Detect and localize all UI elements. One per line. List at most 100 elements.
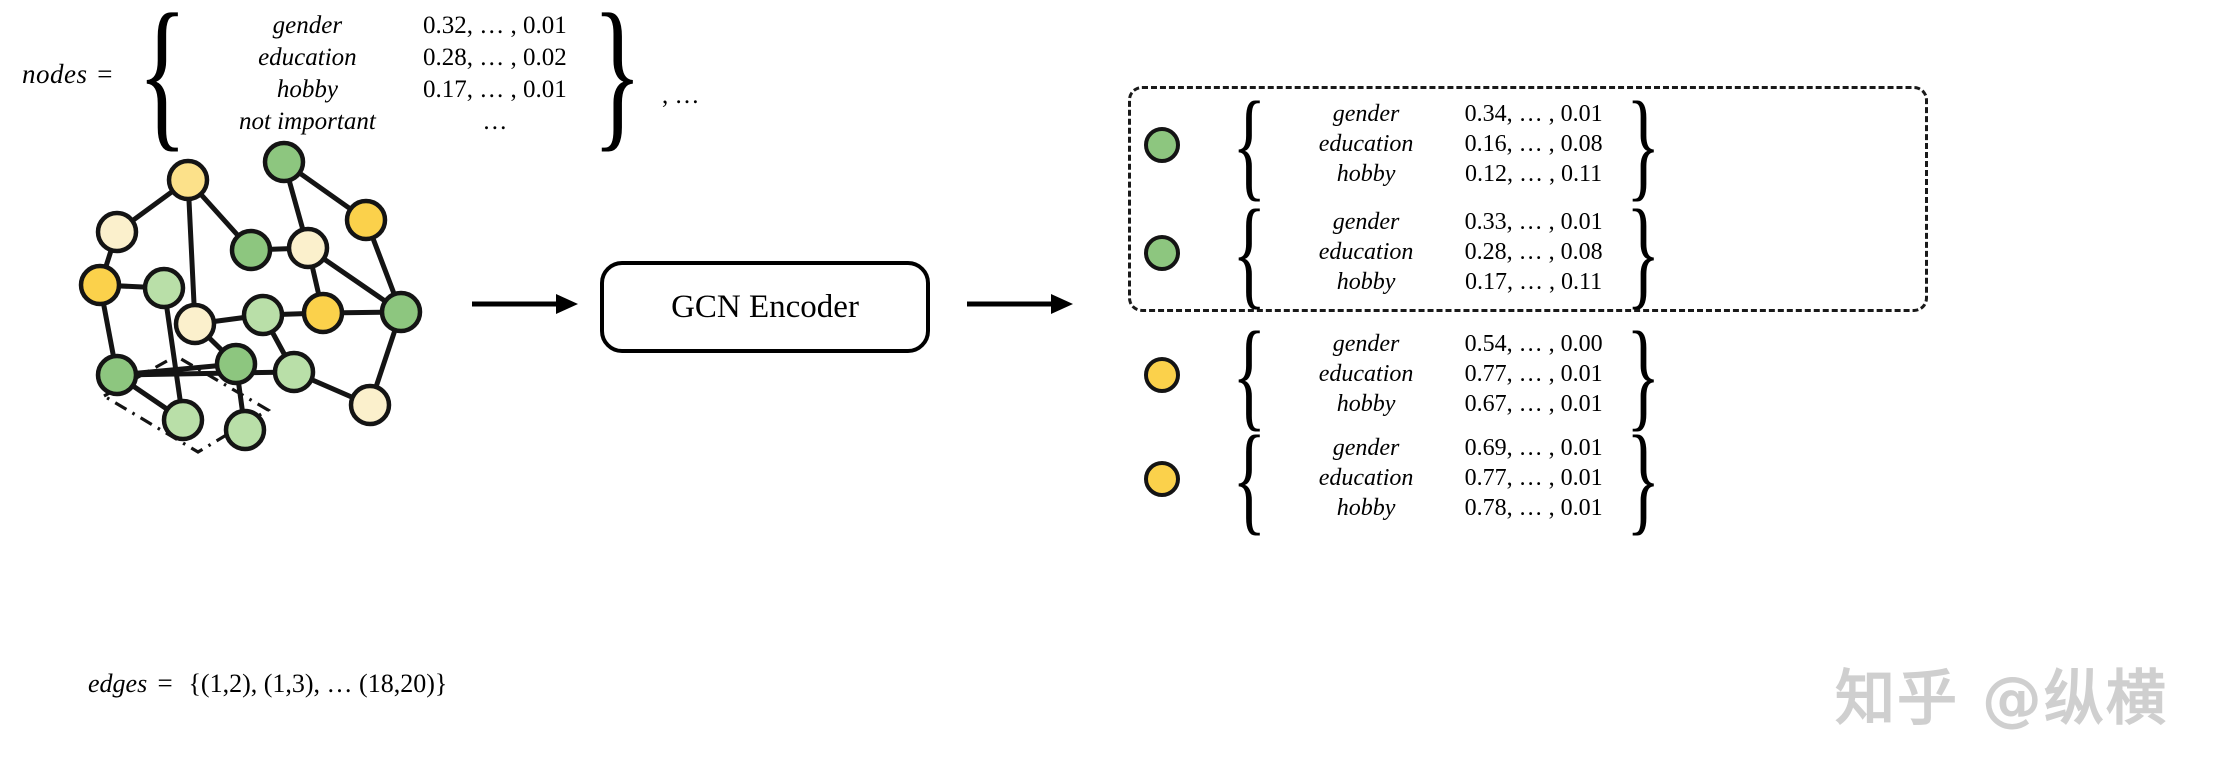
graph-edge — [114, 369, 297, 378]
graph-node[interactable] — [379, 290, 423, 334]
feature-name: education — [1318, 239, 1414, 266]
graph-node[interactable] — [301, 291, 345, 335]
graph-node[interactable] — [214, 342, 258, 386]
feature-value: 0.16, … , 0.08 — [1464, 131, 1603, 158]
feature-name: hobby — [1336, 161, 1396, 188]
graph-edge — [185, 177, 198, 327]
table-row: education 0.16, … , 0.08 — [1279, 130, 1614, 160]
table-row: gender 0.34, … , 0.01 — [1279, 100, 1614, 130]
table-row: education 0.28, … , 0.08 — [1279, 238, 1614, 268]
graph-node[interactable] — [161, 398, 205, 442]
feature-name: gender — [1332, 209, 1400, 236]
close-brace: } — [1625, 307, 1660, 442]
list-item: { gender 0.54, … , 0.00 education 0.77, … — [1144, 307, 1672, 442]
open-brace: { — [1232, 411, 1267, 546]
input-graph — [58, 140, 478, 480]
list-item: { gender 0.33, … , 0.01 education 0.28, … — [1144, 185, 1672, 320]
table-row: education 0.28, … , 0.02 — [202, 42, 577, 74]
feature-name: not important — [238, 108, 376, 135]
graph-node[interactable] — [95, 210, 139, 254]
feature-value: 0.67, … , 0.01 — [1464, 391, 1603, 418]
node-swatch-icon — [1144, 126, 1180, 163]
open-brace: { — [1232, 77, 1267, 212]
feature-value: 0.17, … , 0.11 — [1465, 269, 1603, 296]
node-swatch-icon — [1144, 460, 1180, 497]
graph-node[interactable] — [286, 226, 330, 270]
feature-value: … — [482, 108, 508, 135]
close-brace: } — [1625, 185, 1660, 320]
nodes-open-brace: { — [137, 0, 188, 167]
feature-value: 0.28, … , 0.08 — [1464, 239, 1603, 266]
open-brace: { — [1232, 185, 1267, 320]
table-row: gender 0.33, … , 0.01 — [1279, 208, 1614, 238]
graph-node[interactable] — [223, 408, 267, 452]
graph-node[interactable] — [142, 266, 186, 310]
feature-name: education — [1318, 465, 1414, 492]
feature-value: 0.78, … , 0.01 — [1464, 495, 1603, 522]
feature-value: 0.77, … , 0.01 — [1464, 465, 1603, 492]
table-row: gender 0.69, … , 0.01 — [1279, 434, 1614, 464]
close-brace: } — [1625, 411, 1660, 546]
feature-name: education — [258, 44, 357, 71]
feature-name: education — [1318, 131, 1414, 158]
edges-label: edges — [88, 669, 148, 698]
feature-value: 0.54, … , 0.00 — [1464, 331, 1603, 358]
feature-value: 0.69, … , 0.01 — [1464, 435, 1603, 462]
close-brace: } — [1625, 77, 1660, 212]
feature-value: 0.17, … , 0.01 — [423, 76, 567, 103]
graph-node[interactable] — [78, 263, 122, 307]
list-item: { gender 0.69, … , 0.01 education 0.77, … — [1144, 411, 1672, 546]
nodes-ellipsis-tail: , … — [662, 82, 700, 109]
embedding-table: gender 0.34, … , 0.01 education 0.16, … … — [1279, 100, 1614, 190]
feature-name: hobby — [1336, 495, 1396, 522]
table-row: not important … — [202, 106, 577, 138]
nodes-close-brace: } — [592, 0, 643, 167]
table-row: education 0.77, … , 0.01 — [1279, 464, 1614, 494]
table-row: hobby 0.17, … , 0.11 — [1279, 268, 1614, 298]
gcn-encoder-box: GCN Encoder — [600, 261, 930, 353]
edges-formula: edges = {(1,2), (1,3), … (18,20)} — [88, 668, 447, 699]
open-brace: { — [1232, 307, 1267, 442]
graph-edge — [161, 285, 186, 423]
feature-name: gender — [272, 12, 343, 39]
table-row: hobby 0.78, … , 0.01 — [1279, 494, 1614, 524]
graph-node[interactable] — [166, 158, 210, 202]
feature-name: gender — [1332, 331, 1400, 358]
edges-value: {(1,2), (1,3), … (18,20)} — [188, 669, 448, 698]
edges-equals-sign: = — [155, 668, 174, 698]
table-row: hobby 0.12, … , 0.11 — [1279, 160, 1614, 190]
feature-name: hobby — [276, 76, 338, 103]
arrow-right-icon — [472, 294, 578, 314]
graph-node[interactable] — [344, 198, 388, 242]
feature-value: 0.12, … , 0.11 — [1465, 161, 1603, 188]
table-row: education 0.77, … , 0.01 — [1279, 360, 1614, 390]
feature-name: hobby — [1336, 269, 1396, 296]
table-row: hobby 0.17, … , 0.01 — [202, 74, 577, 106]
feature-name: hobby — [1336, 391, 1396, 418]
node-swatch-icon — [1144, 234, 1180, 271]
graph-node[interactable] — [173, 302, 217, 346]
node-swatch-icon — [1144, 356, 1180, 393]
feature-name: education — [1318, 361, 1414, 388]
feature-name: gender — [1332, 101, 1400, 128]
graph-node[interactable] — [272, 350, 316, 394]
feature-value: 0.77, … , 0.01 — [1464, 361, 1603, 388]
embedding-cluster-box — [1128, 86, 1928, 312]
feature-value: 0.28, … , 0.02 — [423, 44, 567, 71]
graph-node[interactable] — [229, 228, 273, 272]
graph-svg — [78, 140, 423, 454]
nodes-equals-sign: = — [95, 58, 114, 89]
feature-name: gender — [1332, 435, 1400, 462]
arrow-right-icon — [967, 294, 1073, 314]
feature-value: 0.33, … , 0.01 — [1464, 209, 1603, 236]
graph-node[interactable] — [241, 293, 285, 337]
output-embeddings: { gender 0.34, … , 0.01 education 0.16, … — [1120, 78, 2200, 758]
table-row: gender 0.54, … , 0.00 — [1279, 330, 1614, 360]
graph-node[interactable] — [348, 383, 392, 427]
table-row: hobby 0.67, … , 0.01 — [1279, 390, 1614, 420]
graph-node[interactable] — [262, 140, 306, 184]
gcn-encoder-label: GCN Encoder — [671, 288, 859, 325]
embedding-table: gender 0.54, … , 0.00 education 0.77, … … — [1279, 330, 1614, 420]
graph-node[interactable] — [95, 353, 139, 397]
nodes-formula: nodes = { gender 0.32, … , 0.01 educatio… — [22, 0, 700, 167]
